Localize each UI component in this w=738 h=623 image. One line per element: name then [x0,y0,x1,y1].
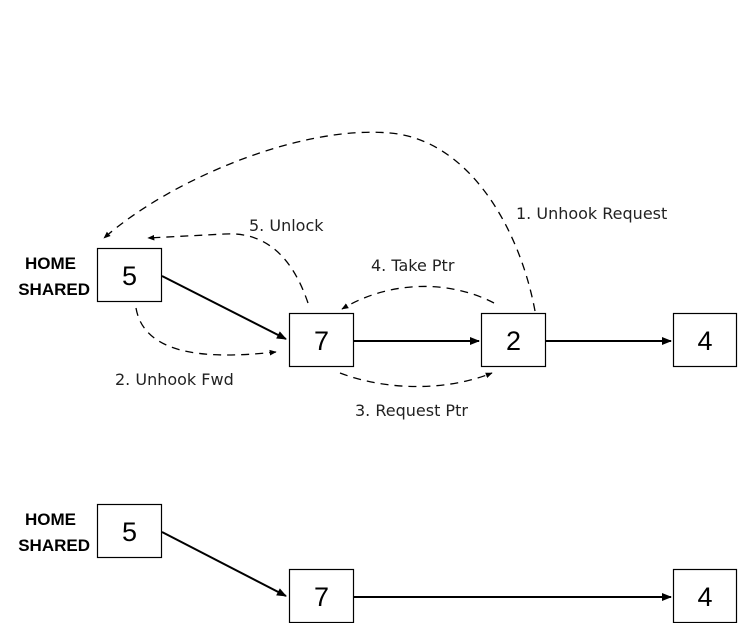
node-label: 4 [697,326,712,356]
node-label: 7 [314,582,329,612]
node-label: 2 [506,326,521,356]
step-4-take-ptr-arrow [341,285,495,310]
home-label-line1: HOME [25,254,76,273]
step-5-label: 5. Unlock [249,216,324,235]
node-5-top: 5 [96,247,163,303]
node-7-bottom: 7 [288,568,355,623]
step-4-label: 4. Take Ptr [371,256,455,275]
node-4-bottom: 4 [672,568,738,623]
home-label-line2: SHARED [18,280,90,299]
home-label-line1: HOME [25,510,76,529]
node-5-bottom: 5 [96,503,163,559]
node-label: 5 [122,517,137,547]
step-2-label: 2. Unhook Fwd [115,370,234,389]
node-4-top: 4 [672,312,738,368]
edge-5-to-7-bottom [161,531,287,597]
top-diagram: HOME SHARED 1. Unhook Request 2. Unhook … [18,131,738,420]
step-2-unhook-fwd-arrow [135,307,277,356]
step-3-label: 3. Request Ptr [355,401,468,420]
node-label: 4 [697,582,712,612]
node-2-top: 2 [480,312,547,368]
node-7-top: 7 [288,312,355,368]
home-label-line2: SHARED [18,536,90,555]
edge-5-to-7 [161,275,287,340]
step-3-request-ptr-arrow [339,372,493,388]
step-1-label: 1. Unhook Request [516,204,667,223]
step-1-unhook-request-arrow [103,131,536,312]
node-label: 5 [122,261,137,291]
step-5-unlock-arrow [147,233,309,304]
node-label: 7 [314,326,329,356]
bottom-diagram: HOME SHARED 5 7 4 [18,503,738,623]
